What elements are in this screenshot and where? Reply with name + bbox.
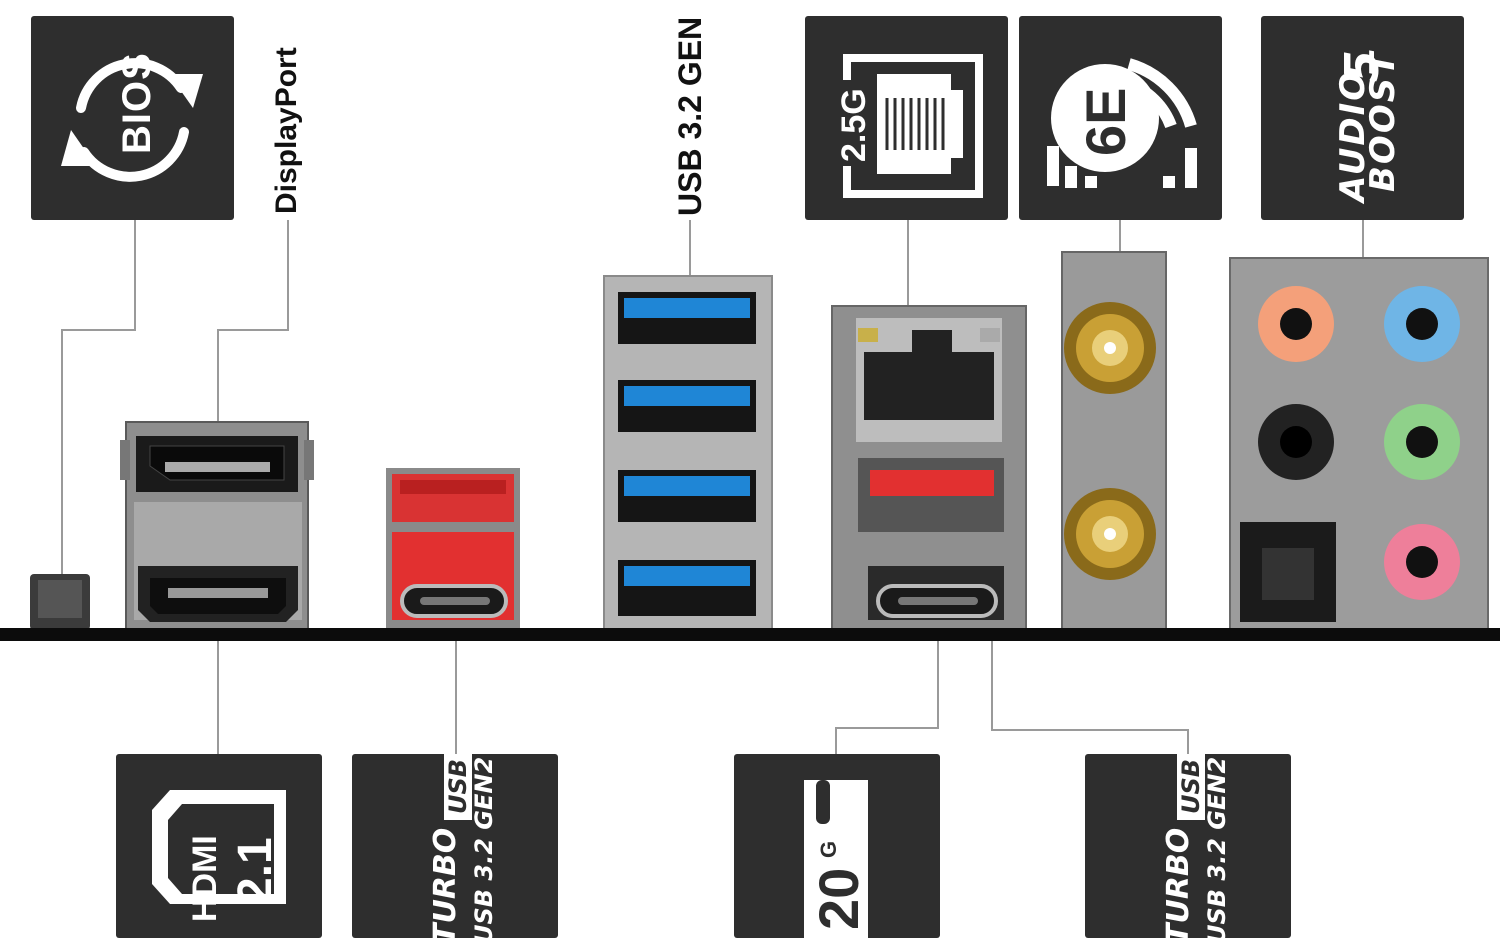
leader-displayport <box>217 220 289 468</box>
io-panel-ports <box>30 251 1489 631</box>
clear-cmos-button <box>30 574 90 630</box>
usb-20g-unit: G <box>816 840 841 858</box>
hdmi-label: HDMI <box>186 835 224 922</box>
audio-boost-tile: AUDIO BOOST 5 <box>1261 16 1464 220</box>
turbo-label-right: TURBO <box>1161 827 1196 938</box>
leader-usbc-20g <box>835 600 939 754</box>
hdmi-version: 2.1 <box>229 837 282 904</box>
lan-tile: 2.5G <box>805 16 1008 220</box>
usb-c-plug-icon <box>804 780 868 938</box>
usb-20g-tile: 20 G <box>734 754 940 938</box>
usb-red-stack-left <box>386 468 520 630</box>
usb-turbo-right-tile: TURBO USB USB 3.2 GEN2 <box>1085 754 1291 938</box>
usb-gen-label-left: USB 3.2 GEN2 <box>470 756 498 938</box>
turbo-label-left: TURBO <box>428 827 463 938</box>
ethernet-icon <box>833 54 983 198</box>
bios-flash-icon <box>61 58 203 182</box>
audio-jack-panel <box>1229 257 1489 631</box>
wifi-tile: 6E <box>1019 16 1222 220</box>
wifi-6e-icon <box>1047 58 1197 188</box>
usb32-blue-stack <box>603 275 773 631</box>
wifi-antenna-bracket <box>1061 251 1167 631</box>
displayport-hdmi-stack <box>120 421 314 631</box>
hdmi-icon <box>152 790 286 904</box>
io-baseline <box>0 628 1500 641</box>
usb-turbo-left-tile: TURBO USB USB 3.2 GEN2 <box>352 754 558 938</box>
hdmi-tile: HDMI 2.1 <box>116 754 322 938</box>
usb-gen-label-right: USB 3.2 GEN2 <box>1203 756 1231 938</box>
usb-badge-left: USB <box>444 754 472 820</box>
bios-tile: BIOS <box>31 16 234 220</box>
usb-20g-number: 20 <box>807 867 870 930</box>
leader-bios <box>61 220 136 588</box>
lan-usb-stack <box>831 305 1027 631</box>
usb-badge-right: USB <box>1177 754 1205 820</box>
